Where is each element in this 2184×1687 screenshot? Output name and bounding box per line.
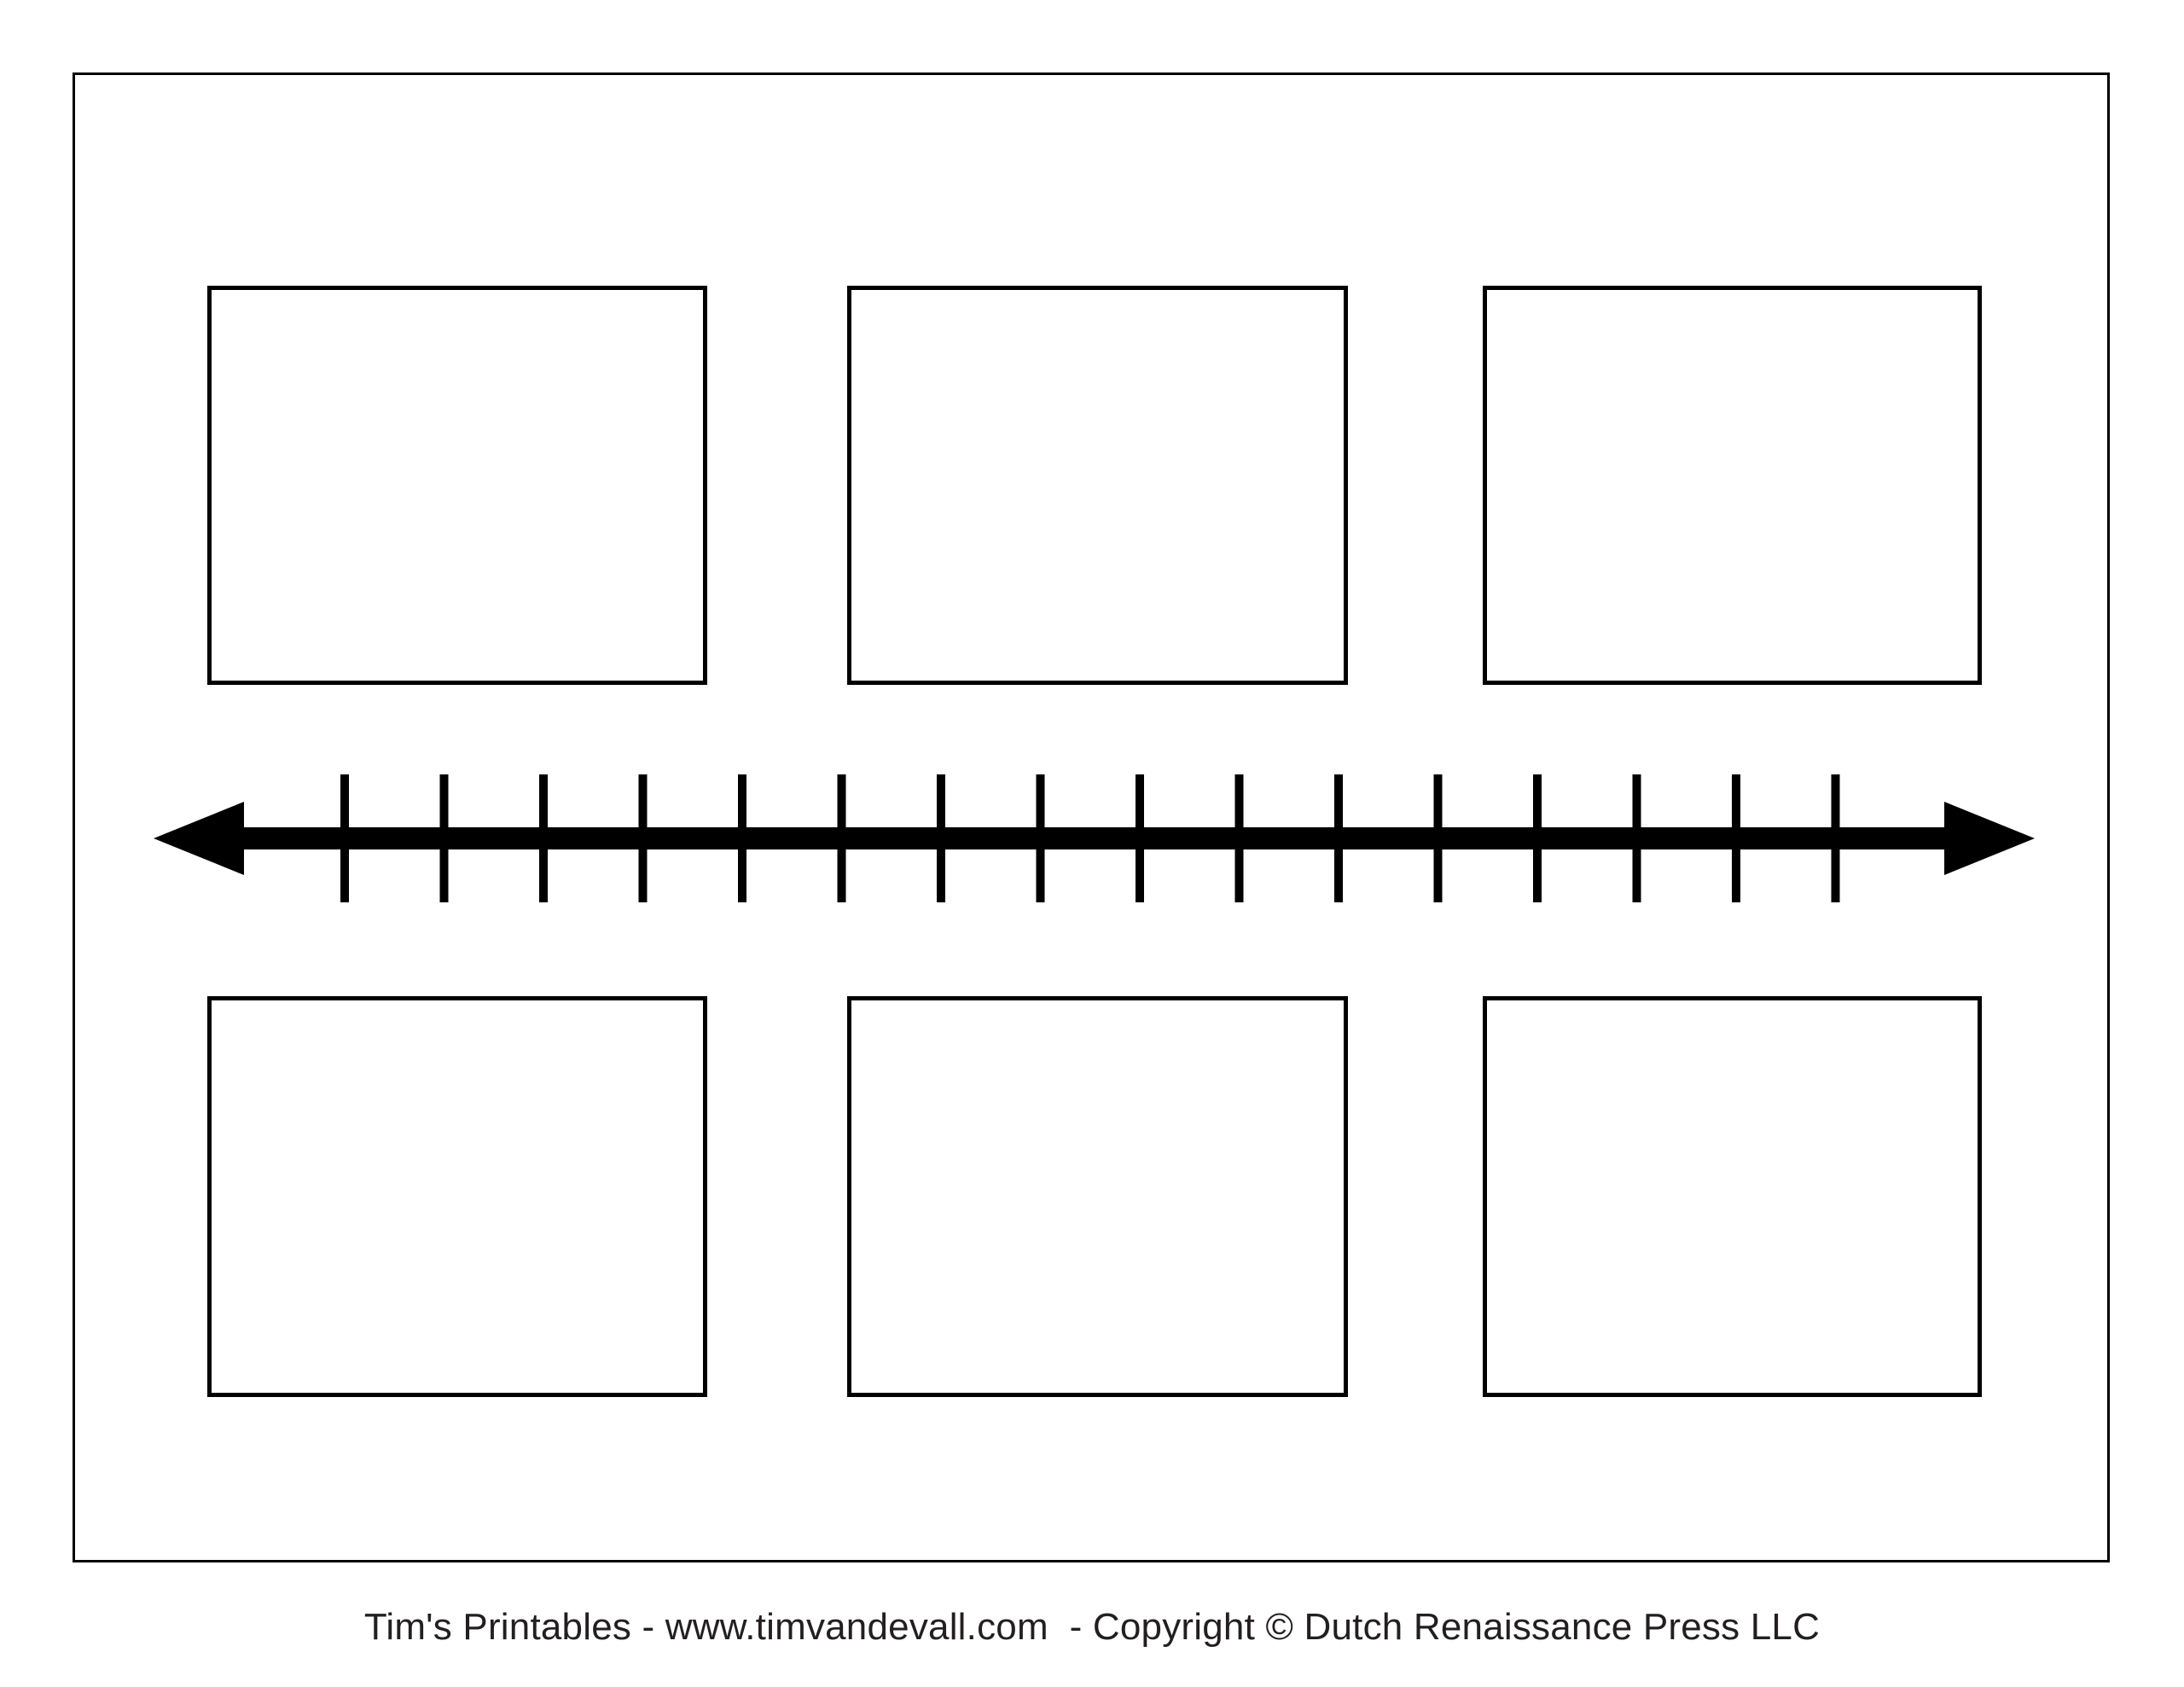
top-box-2[interactable] <box>847 286 1348 685</box>
arrow-left-icon <box>154 802 244 875</box>
number-line-shaft <box>239 827 1949 849</box>
top-box-1[interactable] <box>207 286 707 685</box>
bottom-box-3[interactable] <box>1483 996 1982 1397</box>
number-line-graphic <box>154 774 2035 902</box>
number-line[interactable] <box>154 768 2035 938</box>
arrow-right-icon <box>1944 802 2035 875</box>
bottom-box-1[interactable] <box>207 996 707 1397</box>
top-box-3[interactable] <box>1483 286 1982 685</box>
page-border <box>73 72 2110 1562</box>
footer-credit: Tim's Printables - www.timvandevall.com … <box>363 1606 1821 1648</box>
bottom-box-2[interactable] <box>847 996 1348 1397</box>
